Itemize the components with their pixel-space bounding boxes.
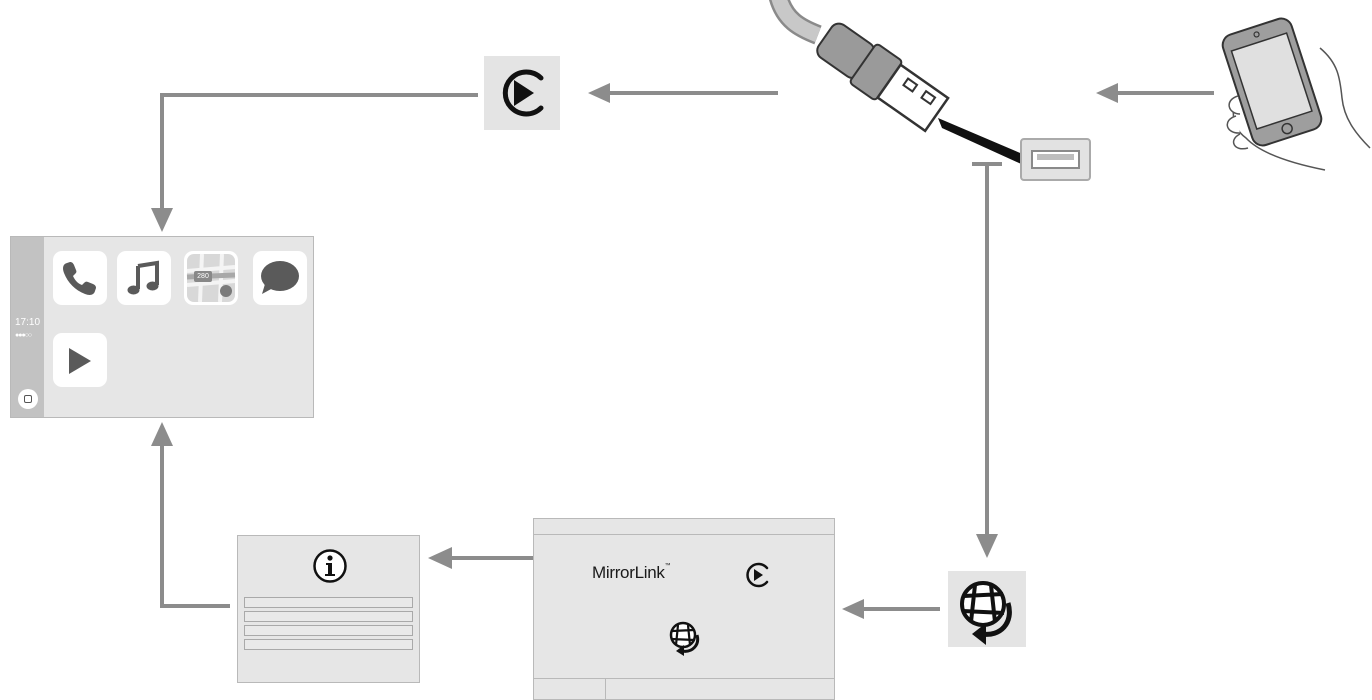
messages-app[interactable] (253, 251, 307, 305)
speech-bubble-icon (261, 261, 299, 294)
info-line-3 (244, 625, 413, 636)
maps-app[interactable]: 280 (184, 251, 238, 305)
play-icon (69, 348, 91, 374)
mirrorlink-logo: MirrorLink™ (592, 563, 671, 583)
smartphone-icon (1221, 17, 1371, 171)
carplay-home-screen: 17:10 ●●●○○ 280 (10, 236, 314, 418)
music-note-icon (127, 260, 159, 295)
map-road-label: 280 (197, 273, 209, 280)
phone-icon (63, 262, 96, 295)
clock-label: 17:10 (14, 317, 41, 328)
mirrorlink-logo-text: MirrorLink (592, 563, 665, 582)
map-icon (186, 253, 236, 303)
status-sidebar (11, 237, 44, 417)
phone-app[interactable] (53, 251, 107, 305)
info-line-2 (244, 611, 413, 622)
panel-footer-divider (605, 678, 606, 699)
carplay-icon[interactable] (743, 560, 773, 590)
mirrorlink-panel: MirrorLink™ (533, 518, 835, 700)
now-playing-app[interactable] (53, 333, 107, 387)
usb-plug-icon (769, 0, 1032, 168)
panel-header-line (534, 534, 834, 535)
trademark-mark: ™ (664, 563, 671, 569)
panel-footer-line (534, 678, 834, 679)
mirrorlink-globe-icon (960, 581, 1012, 645)
mirrorlink-icon-box (948, 571, 1026, 647)
signal-dots: ●●●○○ (15, 332, 32, 339)
music-app[interactable] (117, 251, 171, 305)
mirrorlink-globe-icon[interactable] (666, 620, 706, 656)
info-line-4 (244, 639, 413, 650)
info-icon (313, 549, 347, 583)
usb-port-icon (1020, 138, 1091, 181)
carplay-icon (502, 69, 544, 117)
info-dialog (237, 535, 420, 683)
home-button[interactable] (18, 389, 38, 409)
info-line-1 (244, 597, 413, 608)
carplay-icon-box (484, 56, 560, 130)
